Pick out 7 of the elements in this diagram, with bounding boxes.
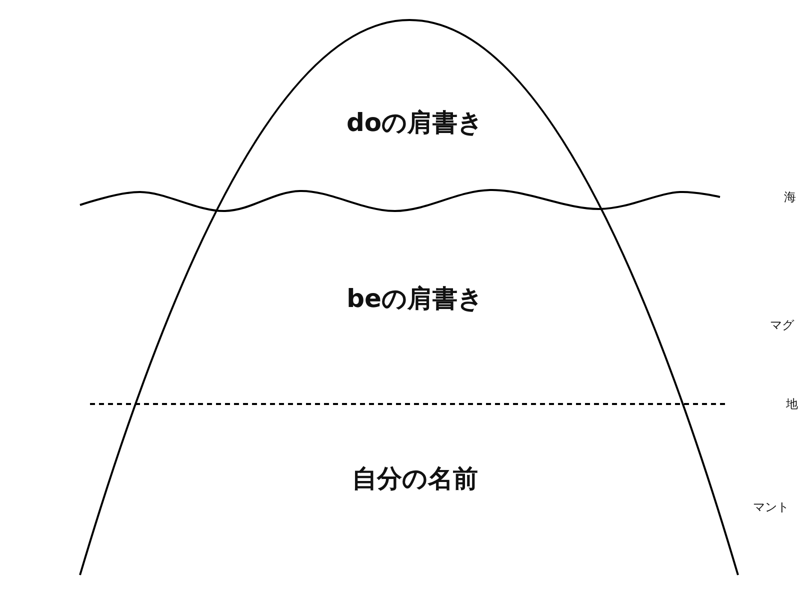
side-label: マグ bbox=[770, 318, 794, 332]
region-label: doの肩書き bbox=[346, 108, 484, 138]
side-label: 海 bbox=[784, 190, 796, 204]
side-label: 地 bbox=[786, 397, 798, 412]
region-label: 自分の名前 bbox=[352, 464, 478, 494]
side-label: マント bbox=[753, 500, 789, 514]
region-label: beの肩書き bbox=[346, 284, 484, 314]
